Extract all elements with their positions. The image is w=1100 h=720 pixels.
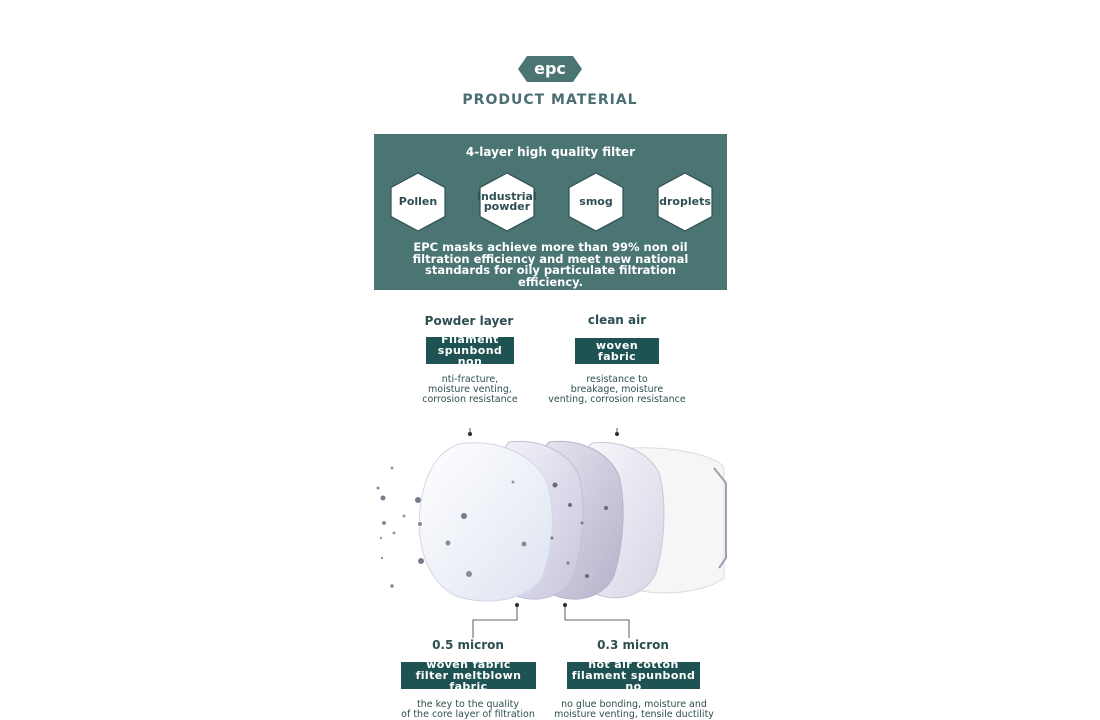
hexagon-label: smog (579, 195, 613, 208)
layer-title-powder: Powder layer (424, 314, 514, 328)
mask-layers-illustration (374, 418, 727, 638)
layer-title-0-3-micron: 0.3 micron (597, 638, 669, 652)
logo-text: epc (534, 59, 566, 78)
filter-panel-description: EPC masks achieve more than 99% non oil … (412, 240, 689, 289)
layer-tag-woven-fabric: woven fabric (575, 338, 659, 364)
hexagon-label: droplets (659, 195, 711, 208)
layer-title-0-5-micron: 0.5 micron (432, 638, 504, 652)
hexagon-droplets: droplets (655, 171, 715, 233)
page-title: PRODUCT MATERIAL (462, 92, 638, 108)
hexagon-smog: smog (566, 171, 626, 233)
filter-panel-title: 4-layer high quality filter (465, 145, 636, 159)
layer-title-clean-air: clean air (587, 313, 647, 327)
hexagon-label: Pollen (398, 195, 438, 208)
epc-logo: epc (517, 55, 583, 83)
layer-note-powder: nti-fracture,moisture venting,corrosion … (422, 374, 518, 405)
filter-panel: 4-layer high quality filter Pollen indus… (374, 134, 727, 290)
hexagon-pollen: Pollen (388, 171, 448, 233)
